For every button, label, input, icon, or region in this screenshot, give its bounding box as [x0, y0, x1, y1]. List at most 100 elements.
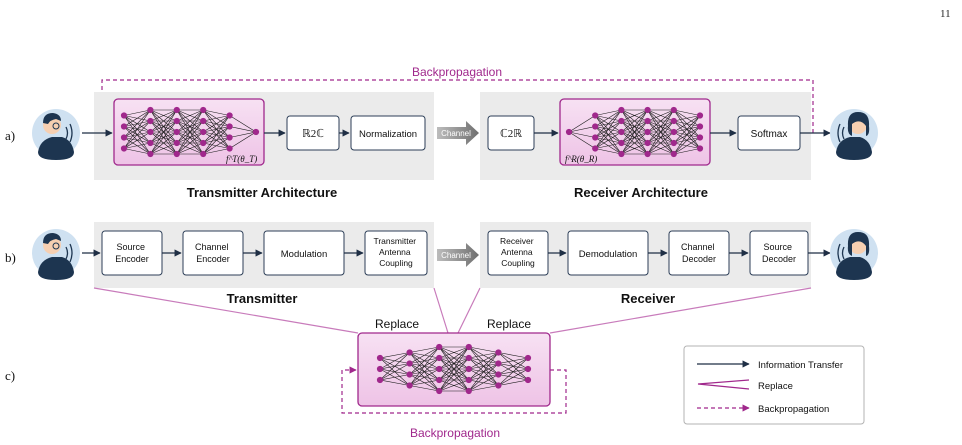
nn-node [592, 134, 599, 141]
nn-edge [673, 137, 701, 155]
nn-node [465, 354, 472, 362]
nn-edge [621, 109, 648, 133]
nn-edge [409, 357, 440, 386]
nn-edge [203, 137, 230, 155]
nn-node [200, 106, 207, 114]
row-a-backprop-label: Backpropagation [412, 65, 502, 79]
row-b-channel-arrow [437, 243, 479, 267]
nn-edge [647, 109, 675, 155]
modulation-label: Modulation [281, 249, 327, 260]
legend-box [683, 345, 865, 425]
nn-edge [673, 115, 701, 155]
nn-edge [595, 148, 622, 155]
tx-antenna-coupling-label: Transmitter Antenna Coupling [373, 236, 418, 268]
nn-edge [123, 131, 151, 149]
nn-edge [621, 109, 648, 144]
nn-edge [647, 142, 674, 155]
nn-node [524, 365, 532, 373]
nn-edge [176, 109, 204, 122]
nn-edge [498, 357, 529, 386]
nn-node [147, 128, 154, 136]
nn-node [200, 139, 207, 147]
nn-node [565, 128, 573, 136]
nn-edge [123, 148, 151, 155]
nn-edge [468, 385, 499, 392]
nn-edge [621, 109, 648, 122]
nn-edge [498, 357, 529, 375]
nn-edge [409, 346, 440, 386]
nn-node [495, 382, 502, 389]
nn-node [644, 106, 651, 114]
row-c-backprop-path [341, 366, 567, 414]
nn-node [147, 139, 154, 147]
nn-edge [647, 109, 674, 122]
nn-node [644, 128, 651, 136]
nn-edge [409, 346, 440, 364]
nn-edge [468, 352, 499, 359]
nn-edge [229, 126, 257, 133]
row-c-backprop-label: Backpropagation [410, 426, 500, 440]
replace-label-left: Replace [375, 317, 419, 331]
nn-edge [594, 109, 622, 149]
nn-edge [568, 126, 596, 133]
nn-edge [123, 109, 151, 149]
nn-node [465, 387, 472, 395]
nn-edge [203, 115, 230, 122]
page-number: 11 [940, 8, 951, 20]
nn-edge [468, 352, 499, 381]
nn-node [644, 150, 651, 158]
nn-node [495, 371, 502, 378]
nn-node [618, 139, 625, 147]
nn-edge [409, 368, 440, 386]
nn-edge [150, 142, 177, 155]
nn-node [173, 150, 180, 158]
nn-edge [647, 120, 675, 155]
nn-edge [439, 379, 469, 392]
nn-edge [647, 109, 674, 133]
nn-edge [176, 120, 204, 155]
nn-edge [123, 109, 151, 116]
nn-edge [150, 109, 177, 122]
nn-edge [438, 346, 470, 381]
nn-edge [468, 352, 499, 392]
source-decoder-label: Source Decoder [762, 242, 796, 264]
nn-edge [498, 357, 529, 364]
nn-edge [568, 131, 596, 149]
nn-edge [438, 346, 470, 392]
nn-edge [595, 109, 622, 116]
nn-node [147, 106, 154, 114]
nn-edge [621, 131, 648, 155]
legend-info-text: Information Transfer [758, 360, 843, 371]
nn-edge [409, 385, 440, 392]
nn-node [252, 128, 260, 136]
nn-node [376, 365, 384, 373]
nn-edge [123, 142, 151, 149]
legend-backprop-text: Backpropagation [758, 404, 829, 415]
row-label-b: b) [5, 250, 16, 265]
nn-edge [229, 115, 257, 133]
channel-decoder-block [668, 230, 730, 276]
nn-edge [595, 142, 622, 149]
nn-edge [673, 115, 701, 122]
nn-edge [379, 352, 410, 370]
legend-replace-symbol [697, 379, 750, 390]
softmax-label: Softmax [751, 129, 788, 140]
nn-node [592, 123, 599, 130]
nn-edge [498, 368, 529, 386]
nn-node [465, 365, 472, 373]
nn-edge [176, 109, 204, 133]
receiver-title: Receiver [621, 291, 675, 306]
nn-node [524, 354, 532, 362]
nn-edge [673, 109, 701, 116]
nn-node [696, 134, 704, 141]
source-encoder-label: Source Encoder [115, 242, 149, 264]
nn-node [670, 106, 677, 114]
nn-edge [379, 352, 410, 359]
nn-node [670, 150, 677, 158]
nn-edge [150, 120, 178, 155]
nn-node [226, 112, 233, 119]
nn-node [376, 376, 384, 384]
nn-node [200, 117, 207, 125]
source-encoder-block [101, 230, 163, 276]
nn-node [618, 117, 625, 125]
